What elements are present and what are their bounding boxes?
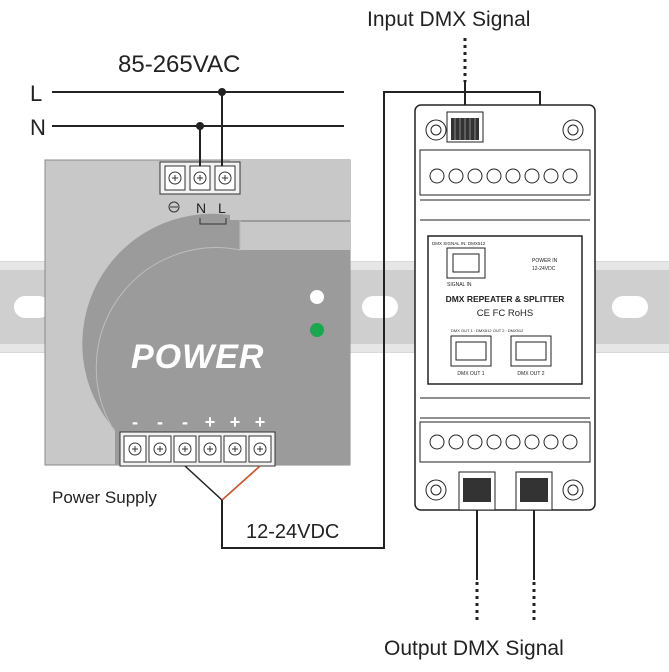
output-signal: Output DMX Signal xyxy=(384,510,564,660)
device-out1: DMX OUT 1 xyxy=(457,371,484,377)
led-white xyxy=(310,290,324,304)
ground-symbol-icon xyxy=(168,201,180,213)
psu-terminal-l: L xyxy=(218,200,226,216)
led-green xyxy=(310,323,324,337)
psu-brand: POWER xyxy=(131,338,264,376)
device-out2: DMX OUT 2 xyxy=(517,371,544,377)
ac-terminal-block xyxy=(159,161,241,195)
bottom-terminal-screws xyxy=(429,434,578,450)
input-signal: Input DMX Signal xyxy=(367,8,530,112)
device-power-in: POWER IN xyxy=(532,258,558,264)
ac-wiring: 85-265VAC L N xyxy=(30,51,344,166)
dc-polarity-2: - xyxy=(157,412,163,432)
dc-polarity-4: + xyxy=(205,412,216,432)
line-l-label: L xyxy=(30,81,42,106)
line-n-label: N xyxy=(30,115,46,140)
input-signal-label: Input DMX Signal xyxy=(367,8,530,31)
dc-voltage-label: 12-24VDC xyxy=(246,521,339,543)
dmx-repeater-device: DMX SIGNAL IN: DMX512 SIGNAL IN POWER IN… xyxy=(414,104,596,511)
dc-polarity-1: - xyxy=(132,412,138,432)
output-signal-label: Output DMX Signal xyxy=(384,637,564,660)
power-supply-unit: N L POWER - - - + + + xyxy=(44,159,351,467)
dc-polarity-6: + xyxy=(255,412,266,432)
device-power-in-spec: 12-24VDC xyxy=(532,266,556,272)
device-small-mid: DMX OUT 1 : DMX512 OUT 2 : DMX512 xyxy=(451,328,524,333)
psu-caption: Power Supply xyxy=(52,488,157,507)
psu-terminal-n: N xyxy=(196,200,206,216)
top-terminal-screws xyxy=(429,168,578,184)
device-signal-in: SIGNAL IN xyxy=(447,282,472,288)
device-small-top: DMX SIGNAL IN: DMX512 xyxy=(432,241,486,246)
device-certs: CE FC RoHS xyxy=(477,308,533,319)
dc-polarity-labels: - - - + + + xyxy=(132,412,265,432)
ac-voltage-label: 85-265VAC xyxy=(118,51,240,78)
dc-wiring: 12-24VDC xyxy=(184,91,557,549)
dc-terminal-block xyxy=(119,431,276,467)
dc-polarity-5: + xyxy=(230,412,241,432)
dc-polarity-3: - xyxy=(182,412,188,432)
device-title: DMX REPEATER & SPLITTER xyxy=(446,294,565,304)
